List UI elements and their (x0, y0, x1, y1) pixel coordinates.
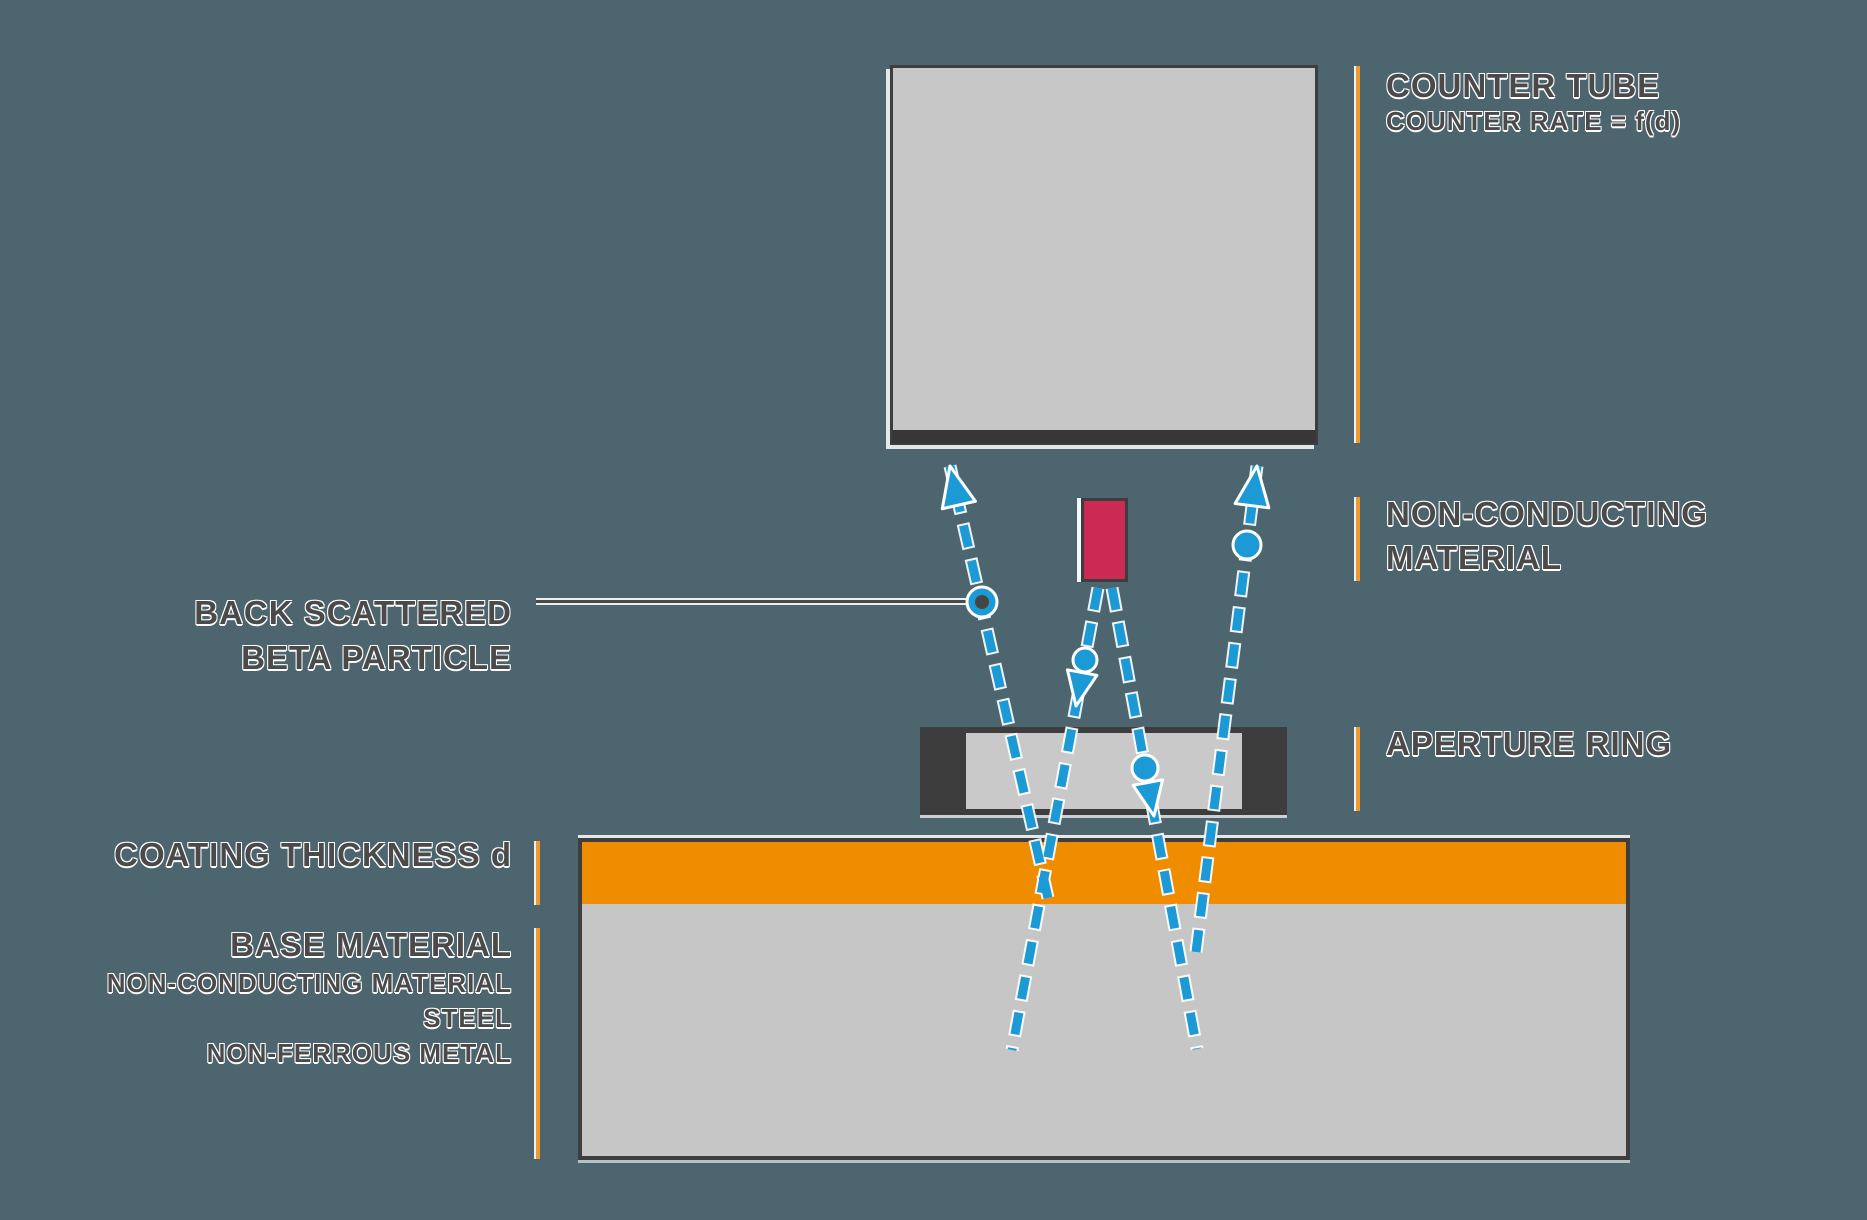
back-scattered-label: BACK SCATTERED BETA PARTICLE (60, 590, 512, 680)
base-material-option-non-conducting: NON-CONDUCTING MATERIAL (106, 968, 512, 998)
coating-layer (582, 842, 1626, 904)
base-material-block (578, 838, 1630, 1160)
base-material-option-non-ferrous: NON-FERROUS METAL (206, 1038, 512, 1068)
isotope-source-block (1081, 498, 1128, 582)
callout-bar-non-conducting (1356, 497, 1360, 581)
base-material-label: BASE MATERIAL (230, 926, 512, 963)
backscatter-left-arrow-icon (940, 464, 977, 511)
counter-tube-window-strip (892, 430, 1316, 443)
incident-left-arrow-icon (1065, 668, 1099, 708)
back-scattered-line2: BETA PARTICLE (241, 639, 512, 676)
counter-tube-label: COUNTER TUBE (1386, 67, 1661, 104)
callout-bar-coating (536, 841, 540, 905)
base-material-option-steel: STEEL (423, 1003, 512, 1033)
non-conducting-material-label: NON-CONDUCTING MATERIAL (1386, 492, 1708, 580)
callout-bar-counter-tube (1356, 66, 1360, 443)
backscatter-right-arrow-icon (1233, 464, 1271, 510)
callout-bar-aperture-ring (1356, 727, 1360, 811)
backscatter-beam-left (945, 465, 1053, 899)
back-scattered-particle-core-icon (975, 595, 989, 609)
back-scattered-line1: BACK SCATTERED (194, 594, 512, 631)
callout-bar-base-material (536, 928, 540, 1159)
counter-rate-label: COUNTER RATE = f(d) (1386, 106, 1682, 136)
counter-tube-block (890, 65, 1318, 445)
aperture-ring-block (920, 727, 1287, 815)
beta-particle-dot-icon (1231, 529, 1263, 561)
non-conducting-material-line1: NON-CONDUCTING (1386, 495, 1708, 532)
back-scattered-particle-donut-icon (965, 585, 999, 619)
aperture-ring-label: APERTURE RING (1386, 725, 1673, 762)
coating-thickness-label: COATING THICKNESS d (114, 836, 512, 873)
back-scattered-leader-line (536, 600, 968, 603)
base-material-options: NON-CONDUCTING MATERIAL STEEL NON-FERROU… (60, 966, 512, 1071)
beta-particle-dot-icon (1071, 646, 1099, 674)
aperture-opening (966, 733, 1242, 809)
non-conducting-material-line2: MATERIAL (1386, 539, 1563, 576)
backscatter-left-casing (943, 464, 1055, 900)
